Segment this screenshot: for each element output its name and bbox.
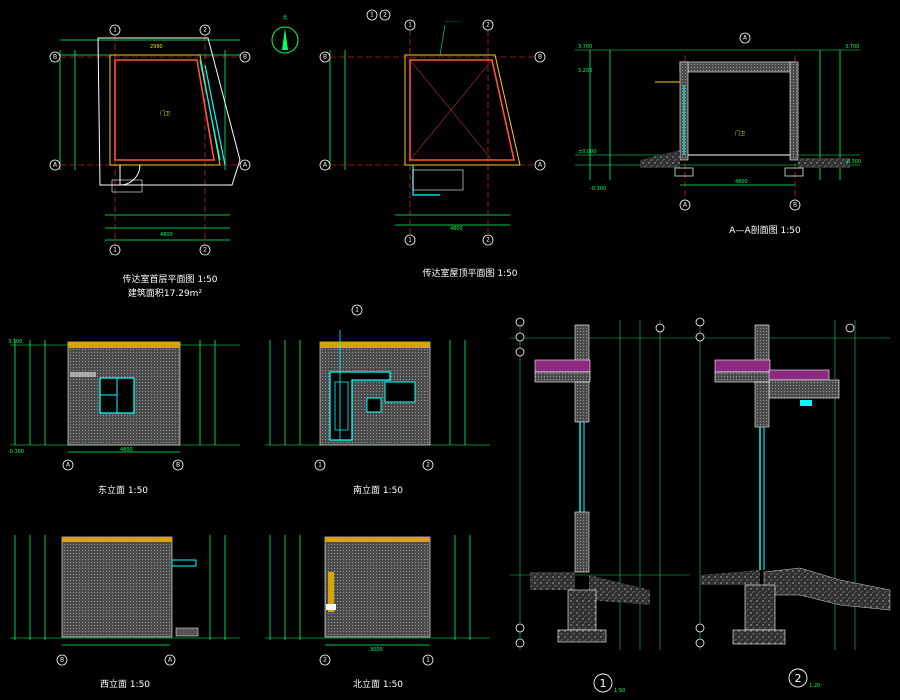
svg-text:B: B	[243, 54, 247, 61]
plan-dim-top: 2990	[150, 44, 163, 50]
svg-text:1: 1	[113, 247, 117, 254]
svg-text:1: 1	[318, 462, 322, 469]
svg-text:A: A	[538, 162, 543, 169]
svg-text:±0.000: ±0.000	[578, 149, 597, 155]
svg-text:-0.300: -0.300	[8, 449, 24, 455]
west-elevation: B A 西立面 1:50	[10, 535, 240, 690]
east-elevation-title: 东立面 1:50	[98, 484, 148, 496]
svg-text:B: B	[793, 202, 797, 209]
svg-text:B: B	[53, 54, 57, 61]
south-elevation-title: 南立面 1:50	[353, 484, 403, 496]
svg-text:3.700: 3.700	[845, 44, 859, 50]
svg-text:A: A	[53, 162, 58, 169]
svg-text:B: B	[176, 462, 180, 469]
svg-text:A: A	[243, 162, 248, 169]
svg-text:B: B	[60, 657, 64, 664]
west-elevation-title: 西立面 1:50	[100, 678, 150, 690]
section-room-label: 门卫	[735, 130, 745, 137]
svg-text:2: 2	[795, 672, 802, 685]
detail-1-label: 1 1:50	[593, 673, 625, 694]
grid-bubble-1	[109, 24, 121, 36]
detail-2-label: 2 1:20	[788, 668, 820, 689]
section-level-top: 3.700	[578, 44, 592, 50]
svg-text:1: 1	[370, 12, 374, 19]
svg-text:2: 2	[323, 657, 327, 664]
grid-bubble-2	[199, 24, 211, 36]
svg-text:1: 1	[426, 657, 430, 664]
svg-text:2: 2	[486, 22, 490, 29]
svg-text:3.700: 3.700	[8, 339, 22, 345]
svg-text:2: 2	[203, 247, 207, 254]
wall-detail-1: 1 1:50	[510, 317, 690, 694]
east-elevation: 4800 3.700 -0.300 A B 东立面 1:50	[8, 339, 240, 496]
plan-room-label: 门卫	[160, 110, 170, 117]
svg-text:-0.300: -0.300	[845, 159, 861, 165]
svg-text:………: ………	[445, 18, 460, 24]
roof-plan-title: 传达室屋顶平面图 1:50	[422, 267, 517, 279]
svg-text:B: B	[538, 54, 542, 61]
north-arrow-icon: 北	[271, 14, 299, 54]
svg-text:1: 1	[355, 307, 359, 314]
svg-text:2: 2	[383, 12, 387, 19]
ground-plan-area: 建筑面积17.29m²	[128, 287, 203, 299]
svg-text:B: B	[323, 54, 327, 61]
svg-text:2: 2	[486, 237, 490, 244]
plan-dim-bottom: 4800	[160, 232, 173, 238]
svg-text:A: A	[683, 202, 688, 209]
svg-text:1:20: 1:20	[809, 683, 820, 689]
wall-detail-2: 2 1:20	[690, 317, 891, 689]
svg-text:4800: 4800	[120, 447, 133, 453]
ground-plan-title: 传达室首层平面图 1:50	[122, 273, 217, 285]
svg-text:1: 1	[408, 22, 412, 29]
svg-text:2: 2	[426, 462, 430, 469]
section-aa: 门卫 4800 3.700 3.700 3.200 ±0.000 -0.300 …	[575, 32, 861, 236]
svg-text:A: A	[323, 162, 328, 169]
ground-floor-plan: 门卫 2990 4800 1 2 1 2 B A B A 传达室首层平面图 1:…	[49, 24, 251, 299]
svg-text:1: 1	[600, 677, 607, 690]
svg-text:3.200: 3.200	[578, 68, 592, 74]
roof-dim-bottom: 4800	[450, 226, 463, 232]
svg-text:1:50: 1:50	[614, 688, 625, 694]
south-elevation: 1 2 1 南立面 1:50	[265, 304, 490, 496]
north-label: 北	[282, 14, 287, 21]
svg-text:A: A	[168, 657, 173, 664]
svg-text:3000: 3000	[370, 647, 383, 653]
svg-text:1: 1	[408, 237, 412, 244]
north-elevation-title: 北立面 1:50	[353, 678, 403, 690]
section-title: A—A剖面图 1:50	[729, 224, 801, 236]
svg-text:2: 2	[203, 27, 207, 34]
north-elevation: 3000 2 1 北立面 1:50	[265, 535, 490, 690]
section-dim: 4800	[735, 179, 748, 185]
svg-text:A: A	[743, 35, 748, 42]
roof-plan: ……… 4800 1 2 1 2 B A B A 1 2 传达室屋顶平面图 1:…	[319, 9, 546, 279]
svg-text:A: A	[66, 462, 71, 469]
svg-text:1: 1	[113, 27, 117, 34]
svg-text:-0.300: -0.300	[590, 186, 606, 192]
